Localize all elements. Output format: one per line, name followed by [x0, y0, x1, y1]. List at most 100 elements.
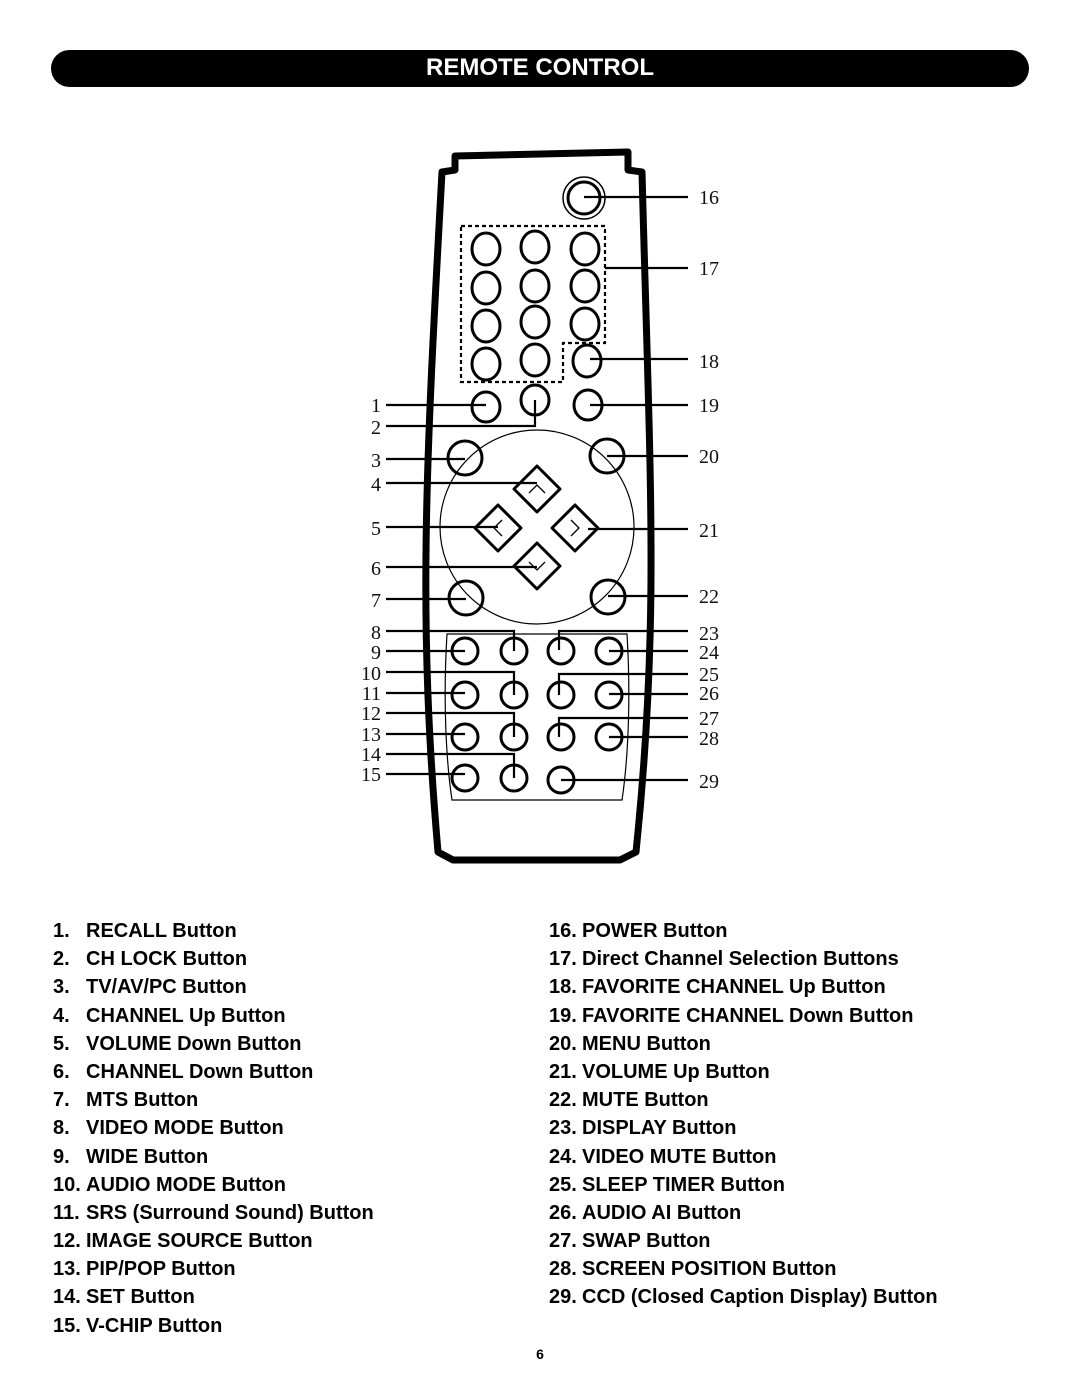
legend-number: 17. [549, 948, 577, 971]
legend-text: VOLUME Up Button [582, 1060, 770, 1083]
legend-number: 4. [53, 1004, 70, 1027]
legend-text: CHANNEL Down Button [86, 1060, 314, 1083]
volume-down-button[interactable] [473, 503, 523, 553]
callout-number: 19 [699, 395, 719, 417]
legend-number: 26. [549, 1201, 577, 1224]
callout-number: 5 [371, 518, 381, 540]
legend-text: SWAP Button [582, 1230, 711, 1253]
page-title: REMOTE CONTROL [51, 50, 1029, 87]
number-button[interactable] [470, 346, 502, 382]
legend-text: SLEEP TIMER Button [582, 1173, 785, 1196]
legend-number: 25. [549, 1173, 577, 1196]
number-button[interactable] [470, 231, 502, 267]
callout-number: 13 [361, 724, 381, 746]
legend-number: 3. [53, 976, 70, 999]
legend-text: CCD (Closed Caption Display) Button [582, 1286, 938, 1309]
number-button[interactable] [569, 231, 601, 267]
number-pad [470, 229, 603, 382]
callout-number: 14 [361, 744, 381, 766]
pip-pop-button[interactable] [450, 722, 480, 752]
fav-channel-up-button[interactable] [571, 343, 603, 379]
legend-text: RECALL Button [86, 920, 237, 942]
number-button[interactable] [569, 306, 601, 342]
legend-text: SCREEN POSITION Button [582, 1258, 837, 1281]
legend-number: 12. [53, 1230, 81, 1253]
number-button[interactable] [569, 268, 601, 304]
legend-number: 16. [549, 920, 577, 942]
legend-text: CH LOCK Button [86, 948, 248, 971]
callout-number: 7 [371, 590, 381, 612]
legend-number: 15. [53, 1314, 81, 1337]
callout-number: 4 [371, 474, 381, 496]
legend-text: MUTE Button [582, 1089, 709, 1112]
number-button[interactable] [519, 268, 551, 304]
callout-number: 18 [699, 351, 719, 373]
callout-number: 12 [361, 703, 381, 725]
legend-number: 13. [53, 1258, 81, 1281]
legend-number: 6. [53, 1060, 70, 1083]
callout-number: 28 [699, 728, 719, 750]
legend-number: 18. [549, 976, 577, 999]
legend-text: IMAGE SOURCE Button [86, 1230, 313, 1253]
number-button[interactable] [519, 229, 551, 265]
callout-number: 10 [361, 663, 381, 685]
legend-text: CHANNEL Up Button [86, 1004, 286, 1027]
number-button[interactable] [470, 308, 502, 344]
display-button[interactable] [546, 636, 576, 666]
legend-text: DISPLAY Button [582, 1117, 737, 1140]
volume-up-button[interactable] [550, 503, 600, 553]
remote-body [422, 148, 655, 864]
callout-number: 29 [699, 771, 719, 793]
leader-lines [386, 195, 688, 782]
page-title-text: REMOTE CONTROL [426, 54, 654, 81]
swap-button[interactable] [546, 722, 576, 752]
number-button[interactable] [519, 304, 551, 340]
callout-number: 20 [699, 446, 719, 468]
legend-text: SET Button [86, 1286, 195, 1309]
legend-text: PIP/POP Button [86, 1258, 236, 1281]
number-button[interactable] [470, 270, 502, 306]
callout-number: 17 [699, 258, 719, 280]
channel-down-button[interactable] [512, 541, 562, 591]
legend-number: 1. [53, 920, 70, 942]
callout-number: 15 [361, 764, 381, 786]
callout-number: 21 [699, 520, 719, 542]
callout-number: 11 [362, 683, 381, 705]
callout-number: 9 [371, 642, 381, 664]
legend-number: 27. [549, 1230, 577, 1253]
legend-text: MTS Button [86, 1089, 199, 1112]
callout-number: 3 [371, 450, 381, 472]
legend-text: POWER Button [582, 920, 728, 942]
legend-text: TV/AV/PC Button [86, 976, 247, 999]
chevron-up-icon [528, 484, 546, 494]
callout-number: 16 [699, 187, 719, 209]
legend-number: 10. [53, 1173, 81, 1196]
channel-up-button[interactable] [512, 464, 562, 514]
function-panel [444, 633, 630, 801]
legend-number: 2. [53, 948, 70, 971]
callout-number: 26 [699, 683, 719, 705]
srs-button[interactable] [450, 680, 480, 710]
legend-text: AUDIO AI Button [582, 1201, 742, 1224]
direct-channel-box [459, 224, 607, 384]
legend-text: VIDEO MODE Button [86, 1117, 284, 1140]
legend-number: 24. [549, 1145, 577, 1168]
callout-number: 27 [699, 708, 719, 730]
legend-number: 5. [53, 1032, 70, 1055]
chevron-down-icon [528, 561, 546, 571]
callout-number: 22 [699, 586, 719, 608]
callout-number: 6 [371, 558, 381, 580]
remote-control-diagram: 1 2 3 4 5 6 7 8 9 10 11 12 13 14 15 16 1… [361, 148, 719, 864]
callout-number: 2 [371, 417, 381, 439]
legend-number: 20. [549, 1032, 577, 1055]
legend-number: 23. [549, 1117, 577, 1140]
sleep-timer-button[interactable] [546, 680, 576, 710]
v-chip-button[interactable] [450, 763, 480, 793]
number-button[interactable] [519, 342, 551, 378]
callout-number: 25 [699, 664, 719, 686]
legend-number: 11. [53, 1201, 80, 1224]
legend-number: 14. [53, 1286, 81, 1309]
recall-button[interactable] [470, 390, 502, 424]
legend-number: 29. [549, 1286, 577, 1309]
callout-number: 24 [699, 642, 719, 664]
